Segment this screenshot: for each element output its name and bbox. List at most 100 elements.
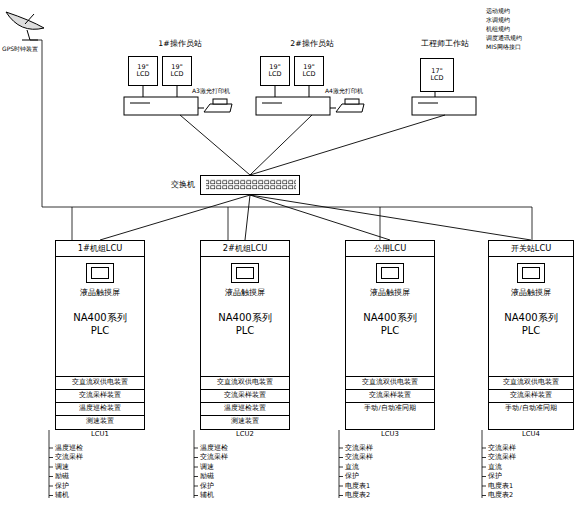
- lcu-cabinet: 1#机组LCU液晶触摸屏NA400系列 PLCLCU1交直流双供电装置交流采样装…: [55, 240, 145, 430]
- screen-glass: [91, 267, 109, 279]
- io-label: 交流采样: [345, 454, 373, 461]
- lcu-tag: LCU2: [201, 431, 289, 439]
- device-row: 温度巡检装置: [201, 402, 289, 415]
- tap-line: [482, 457, 486, 458]
- row-label: 交流采样装置: [510, 392, 552, 399]
- monitor-size: 19" LCD: [298, 64, 320, 79]
- device-row: 交流采样装置: [56, 389, 144, 402]
- io-label: 保护: [488, 473, 502, 480]
- printer-label: A3激光打印机: [192, 88, 230, 95]
- io-label: 交流采样: [345, 445, 373, 452]
- io-label: 保护: [55, 483, 69, 490]
- tap-line: [339, 476, 343, 477]
- io-label: 温度巡检: [55, 445, 83, 452]
- io-label: 辅机: [200, 492, 214, 499]
- tap-line: [49, 486, 53, 487]
- device-row: 交流采样装置: [346, 389, 434, 402]
- switch-ports: [206, 179, 296, 190]
- lcd-monitor: 19" LCD: [260, 56, 290, 86]
- row-label: 手动/自动准同期: [364, 405, 415, 412]
- monitor-size: 19" LCD: [166, 64, 188, 79]
- network-cable: [100, 195, 250, 240]
- tap-line: [482, 467, 486, 468]
- touch-screen: [86, 263, 114, 283]
- plc-label: NA400系列 PLC: [497, 311, 565, 337]
- tap-line: [194, 430, 195, 498]
- screen-glass: [381, 267, 399, 279]
- interface-label: 远动规约: [486, 8, 510, 15]
- tap-line: [482, 486, 486, 487]
- tap-line: [339, 467, 343, 468]
- lcu-tag: LCU4: [489, 431, 573, 439]
- workstation: 2#操作员站 19" LCD 19" LCD: [252, 40, 372, 115]
- io-taps: [49, 430, 486, 498]
- monitor-size: 17" LCD: [426, 68, 448, 83]
- io-label: 保护: [200, 483, 214, 490]
- screen-label: 液晶触摸屏: [489, 288, 573, 297]
- device-row: 测速装置: [56, 415, 144, 428]
- row-label: 温度巡检装置: [79, 405, 121, 412]
- screen-glass: [522, 267, 540, 279]
- tap-line: [49, 457, 53, 458]
- device-row: 手动/自动准同期: [346, 402, 434, 415]
- tap-line: [339, 430, 340, 498]
- tap-line: [339, 495, 343, 496]
- printer-symbol: [198, 99, 364, 112]
- lcu-cabinet: 公用LCU液晶触摸屏NA400系列 PLCLCU3交直流双供电装置交流采样装置手…: [345, 240, 435, 430]
- monitor-stand: [143, 86, 435, 97]
- lcu-cabinet: 开关站LCU液晶触摸屏NA400系列 PLCLCU4交直流双供电装置交流采样装置…: [488, 240, 574, 430]
- io-label: 交流采样: [55, 454, 83, 461]
- row-label: 交直流双供电装置: [503, 379, 559, 386]
- network-cable: [245, 195, 250, 240]
- io-label: 励磁: [55, 473, 69, 480]
- network-cable: [250, 195, 390, 240]
- io-label: 保护: [345, 473, 359, 480]
- lcd-monitor: 17" LCD: [420, 58, 454, 92]
- tap-line: [339, 448, 343, 449]
- network-cable: [250, 115, 312, 175]
- tap-line: [194, 467, 198, 468]
- screen-glass: [236, 267, 254, 279]
- lcu-cabinet: 2#机组LCU液晶触摸屏NA400系列 PLCLCU2交直流双供电装置交流采样装…: [200, 240, 290, 430]
- device-row: 测速装置: [201, 415, 289, 428]
- gps-label: GPS时钟装置: [2, 46, 38, 53]
- lcd-monitor: 19" LCD: [294, 56, 324, 86]
- cabinet-title: 2#机组LCU: [201, 241, 289, 257]
- station-title: 1#操作员站: [120, 40, 240, 49]
- device-row: 交直流双供电装置: [346, 376, 434, 389]
- interface-label: 机组规约: [486, 26, 510, 33]
- row-label: 手动/自动准同期: [505, 405, 556, 412]
- network-cable: [250, 115, 445, 175]
- station-title: 工程师工作站: [402, 40, 488, 49]
- lcu-tag: LCU3: [346, 431, 434, 439]
- io-label: 交流采样: [488, 445, 516, 452]
- station-title: 2#操作员站: [252, 40, 372, 49]
- row-label: 交直流双供电装置: [72, 379, 128, 386]
- io-label: 交流采样: [488, 454, 516, 461]
- plc-label: NA400系列 PLC: [209, 311, 281, 337]
- network-switch: 交换机: [200, 175, 300, 195]
- device-row: 温度巡检装置: [56, 402, 144, 415]
- workstation: 1#操作员站19" LCD19" LCD: [120, 40, 240, 115]
- switch-label: 交换机: [171, 180, 195, 189]
- interface-label: 水调规约: [486, 17, 510, 24]
- cabinet-title: 1#机组LCU: [56, 241, 144, 257]
- monitor-size: 19" LCD: [264, 64, 286, 79]
- cabinet-title: 公用LCU: [346, 241, 434, 257]
- io-label: 调速: [200, 464, 214, 471]
- network-cable: [180, 115, 250, 175]
- satellite-dish: [6, 12, 44, 40]
- touch-screen: [376, 263, 404, 283]
- row-label: 交流采样装置: [369, 392, 411, 399]
- screen-label: 液晶触摸屏: [201, 288, 289, 297]
- io-label: 辅机: [55, 492, 69, 499]
- io-label: 温度巡检: [200, 445, 228, 452]
- device-row: 交直流双供电装置: [56, 376, 144, 389]
- device-row: 手动/自动准同期: [489, 402, 573, 415]
- io-label: 调速: [55, 464, 69, 471]
- plc-label: NA400系列 PLC: [64, 311, 136, 337]
- io-label: 电度表1: [345, 483, 370, 490]
- computer-case: [124, 97, 476, 115]
- io-label: 电度表1: [488, 483, 513, 490]
- lcd-monitor: 19" LCD: [162, 56, 192, 86]
